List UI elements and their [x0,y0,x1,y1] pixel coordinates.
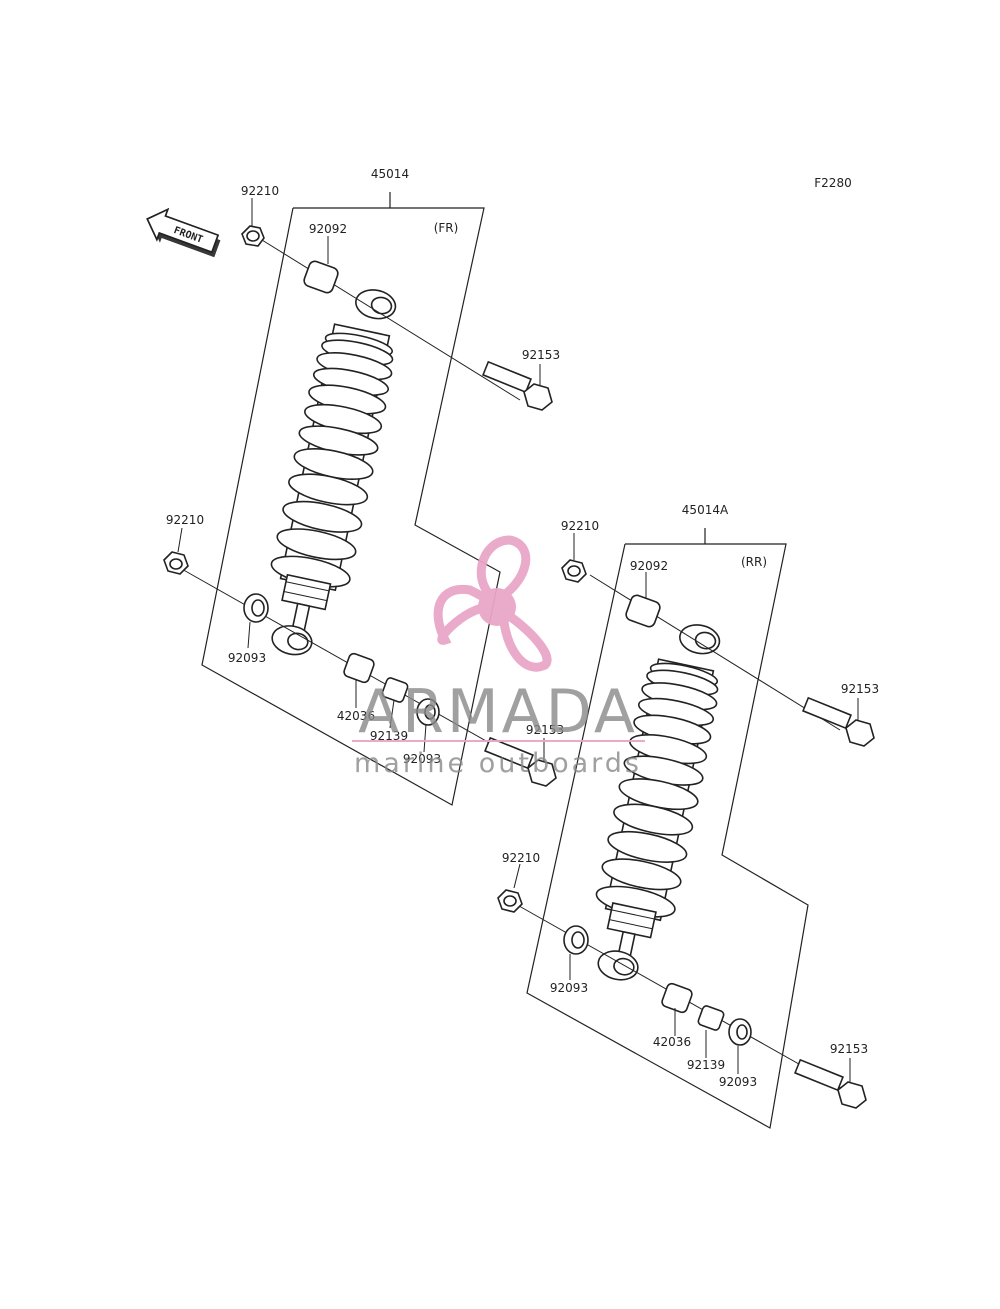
rear-position-tag: (RR) [741,555,767,569]
front-bolt-bottom [484,736,557,787]
front-collar-bottom [343,652,375,684]
front-position-tag: (FR) [434,221,459,235]
front-seal-inner [243,593,269,623]
rear-collar-top [625,594,661,628]
rear-label-seal-inner: 92093 [550,981,588,995]
rear-label-nut-bottom: 92210 [502,851,540,865]
front-shock-absorber [268,289,401,656]
rear-nut-top [561,559,587,583]
front-direction-arrow: FRONT [146,207,221,258]
front-shock-group: 45014 (FR) 92210 92092 92153 92210 92093… [163,167,564,806]
rear-bolt-bottom [794,1058,867,1109]
front-assembly-number: 45014 [371,167,409,181]
rear-collar-bottom [661,982,693,1014]
front-seal-outer [416,698,440,726]
front-label-bolt-top: 92153 [522,348,560,362]
diagram-code: F2280 [814,176,851,190]
rear-label-bolt-bottom: 92153 [830,1042,868,1056]
front-label-collar-bottom: 42036 [337,709,375,723]
front-nut-top [241,225,265,247]
front-label-nut-bottom: 92210 [166,513,204,527]
rear-seal-inner [563,925,589,955]
front-assembly-frame [201,207,501,806]
front-collar-top [303,260,339,294]
rear-label-collar-top: 92092 [630,559,668,573]
rear-assembly-number: 45014A [682,503,729,517]
rear-assembly-frame [526,543,809,1129]
front-bolt-top [482,360,553,411]
front-bushing [381,677,409,703]
rear-bolt-top [802,696,875,747]
armada-watermark: ARMADA marine outboards [352,535,645,779]
rear-shock-group: 45014A (RR) 92210 92092 92153 92210 9209… [497,503,879,1129]
watermark-tagline: marine outboards [354,748,642,779]
front-label-collar-top: 92092 [309,222,347,236]
watermark-name: ARMADA [358,677,638,747]
rear-label-seal-outer: 92093 [719,1075,757,1089]
rear-seal-outer [728,1018,752,1046]
rear-label-bolt-top: 92153 [841,682,879,696]
rear-label-collar-bottom: 42036 [653,1035,691,1049]
rear-nut-bottom [497,889,523,913]
front-label-nut-top: 92210 [241,184,279,198]
rear-label-nut-top: 92210 [561,519,599,533]
front-label-seal-inner: 92093 [228,651,266,665]
rear-label-bushing: 92139 [687,1058,725,1072]
rear-shock-absorber [593,624,726,981]
front-label-bushing: 92139 [370,729,408,743]
propeller-logo-icon [433,535,552,672]
front-nut-bottom [163,551,189,575]
front-label-bolt-bottom: 92153 [526,723,564,737]
rear-bushing [697,1005,725,1031]
front-label-seal-outer: 92093 [403,752,441,766]
